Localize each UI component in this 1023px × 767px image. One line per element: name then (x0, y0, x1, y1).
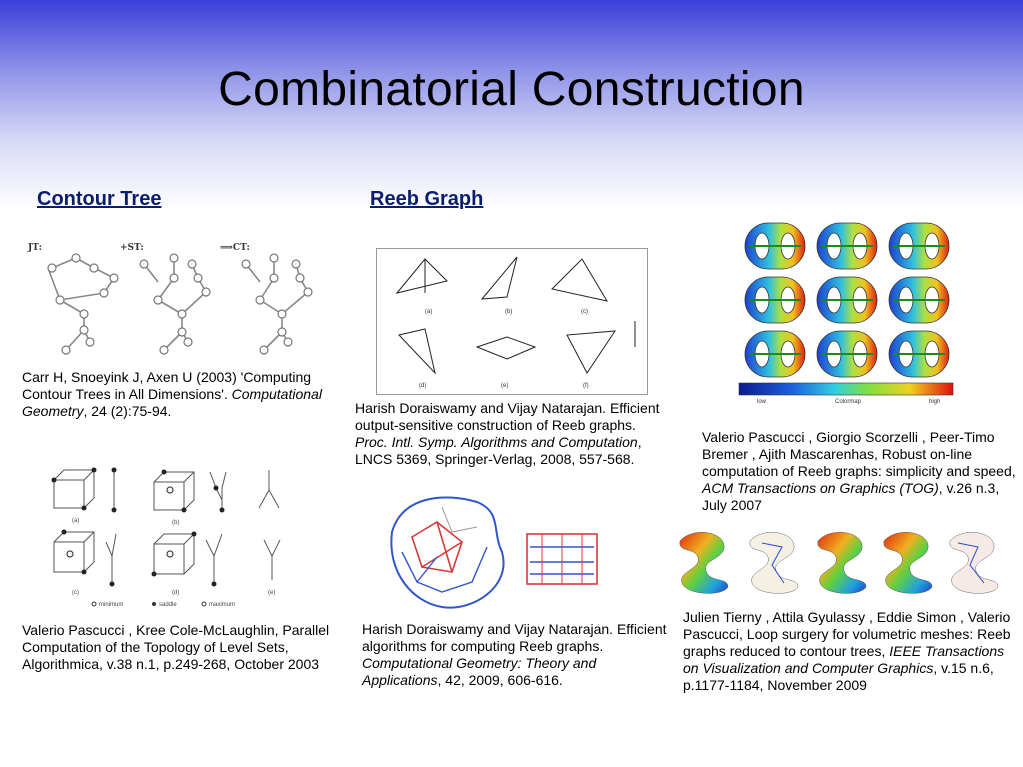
colormap-low-label: low (757, 399, 767, 405)
citation-journal: Proc. Intl. Symp. Algorithms and Computa… (355, 434, 638, 450)
citation-doraiswamy-2008: Harish Doraiswamy and Vijay Natarajan. E… (355, 400, 670, 468)
citation-journal: Computational Geometry: Theory and Appli… (362, 655, 597, 688)
tri-label-b: (b) (505, 309, 512, 315)
citation-text: Valerio Pascucci , Giorgio Scorzelli , P… (702, 429, 1016, 479)
st-label: +ST: (120, 243, 144, 253)
tri-label-e: (e) (501, 383, 508, 389)
tri-label-a: (a) (425, 309, 432, 315)
legend-minimum: minimum (99, 602, 123, 608)
citation-journal: ACM Transactions on Graphics (TOG) (702, 480, 939, 496)
double-torus-colormap-figure: low Colormap high (735, 215, 955, 405)
citation-doraiswamy-2009: Harish Doraiswamy and Vijay Natarajan. E… (362, 621, 667, 689)
colormap-title-label: Colormap (835, 399, 862, 405)
cube-label-e: (e) (268, 590, 275, 596)
citation-pascucci-cole-2003: Valerio Pascucci , Kree Cole-McLaughlin,… (22, 622, 352, 673)
citation-journal: IEEE Transactions on Visualization and C… (683, 643, 1005, 676)
tri-label-d: (d) (419, 383, 426, 389)
citation-details: , v.26 n.3, July 2007 (702, 480, 1000, 513)
citation-text: Valerio Pascucci , Kree Cole-McLaughlin,… (22, 622, 330, 672)
citation-text: Harish Doraiswamy and Vijay Natarajan. E… (355, 400, 660, 433)
reeb-graph-heading[interactable]: Reeb Graph (370, 188, 484, 210)
jt-label: JT: (27, 243, 42, 253)
cube-label-c: (c) (72, 590, 79, 596)
contour-tree-heading[interactable]: Contour Tree (37, 188, 162, 210)
citation-carr-2003: Carr H, Snoeyink J, Axen U (2003) 'Compu… (22, 369, 352, 420)
legend-maximum: maximum (209, 602, 235, 608)
citation-details: , v.15 n.6, p.1177-1184, November 2009 (683, 660, 994, 693)
cube-label-b: (b) (172, 520, 179, 526)
tri-label-f: (f) (583, 383, 589, 389)
citation-text: Julien Tierny , Attila Gyulassy , Eddie … (683, 609, 1011, 659)
citation-pascucci-2007: Valerio Pascucci , Giorgio Scorzelli , P… (702, 429, 1022, 514)
citation-journal: Computational Geometry (22, 386, 322, 419)
tri-label-c: (c) (581, 309, 588, 315)
loop-surgery-meshes-figure (672, 525, 1012, 600)
contour-tree-join-split-figure: JT: +ST: ⟹CT: (24, 238, 344, 363)
citation-details: , 24 (2):75-94. (83, 403, 172, 419)
slide-title: Combinatorial Construction (218, 63, 805, 116)
cube-label-a: (a) (72, 518, 79, 524)
citation-text: Carr H, Snoeyink J, Axen U (2003) 'Compu… (22, 369, 312, 402)
reeb-triangle-sweep-figure: (a) (b) (c) (d) (e) (f) (376, 248, 648, 395)
ct-label: ⟹CT: (220, 243, 250, 253)
legend-saddle: saddle (159, 602, 177, 608)
citation-details: , LNCS 5369, Springer-Verlag, 2008, 557-… (355, 434, 642, 467)
reeb-graph-network-figure (382, 492, 612, 617)
cube-label-d: (d) (172, 590, 179, 596)
citation-text: Harish Doraiswamy and Vijay Natarajan. E… (362, 621, 667, 654)
citation-details: , 42, 2009, 606-616. (437, 672, 563, 688)
colormap-high-label: high (929, 399, 940, 405)
parallel-topology-cubes-figure: (a) (b) (c) (d) (e) minimum saddle maxim… (44, 460, 289, 610)
citation-tierny-2009: Julien Tierny , Attila Gyulassy , Eddie … (683, 609, 1013, 694)
